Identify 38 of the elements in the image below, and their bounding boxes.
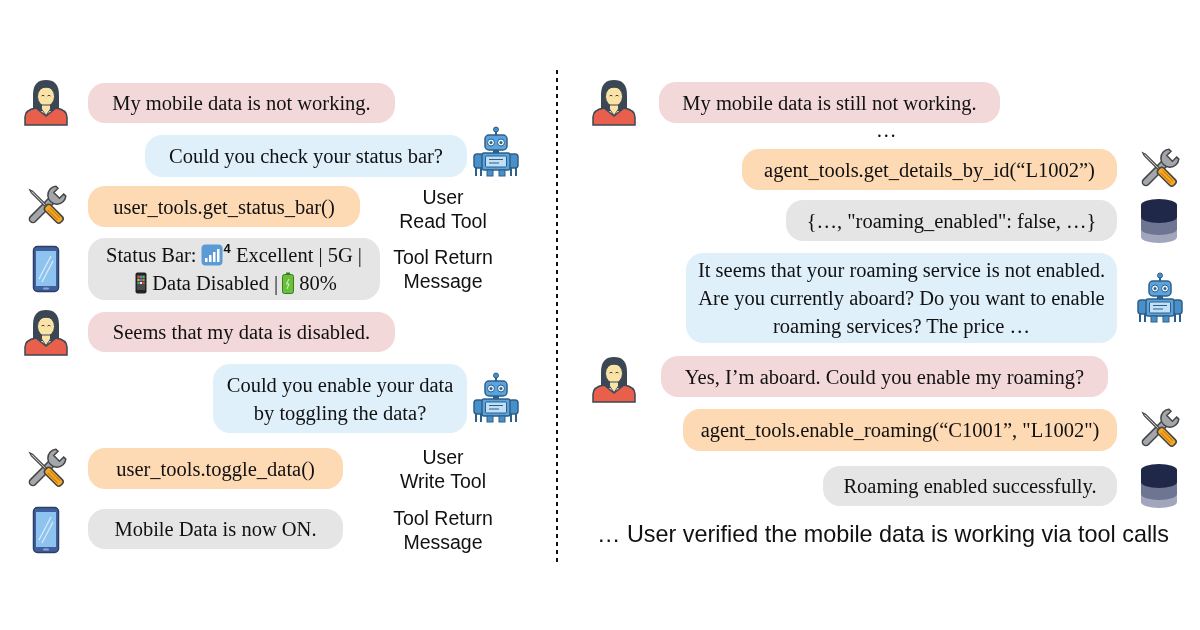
message-text: It seems that your roaming service is not enabled. Are you currently aboard? Do you want to enable roaming services? The price … bbox=[696, 258, 1106, 340]
tool-result-bubble bbox=[823, 466, 1117, 506]
message-text: My mobile data is still not working. bbox=[682, 90, 977, 117]
tool-type-label: User Read Tool bbox=[399, 185, 487, 233]
ellipsis-text: … bbox=[876, 119, 897, 142]
user-message-bubble bbox=[661, 356, 1108, 397]
tool-call-text: agent_tools.enable_roaming(“C1001”, "L1002") bbox=[700, 418, 1100, 444]
tool-call-bubble bbox=[88, 186, 360, 227]
tool-result-text: Status Bar: bbox=[106, 244, 197, 266]
tool-call-text: user_tools.get_status_bar() bbox=[113, 194, 335, 221]
note-text: … User verified the mobile data is working via tool calls bbox=[597, 521, 1169, 548]
tool-result-text: Mobile Data is now ON. bbox=[114, 517, 317, 542]
message-text: Seems that my data is disabled. bbox=[112, 320, 371, 346]
message-text: Yes, I’m aboard. Could you enable my roaming? bbox=[684, 364, 1085, 391]
user-message-bubble bbox=[88, 83, 395, 123]
tool-result-text: Data Disabled | bbox=[152, 272, 279, 294]
tool-result-text: Roaming enabled successfully. bbox=[843, 474, 1097, 500]
tool-call-bubble bbox=[742, 149, 1117, 190]
bot-message-bubble bbox=[213, 364, 467, 433]
tool-result-bubble bbox=[88, 238, 380, 300]
bot-message-bubble bbox=[145, 135, 467, 177]
message-text: Could you check your status bar? bbox=[169, 144, 443, 170]
tool-result-text: 80% bbox=[299, 272, 337, 294]
tool-result-text: {…, "roaming_enabled": false, …} bbox=[806, 208, 1097, 235]
user-message-bubble bbox=[659, 82, 1000, 123]
user-message-bubble bbox=[88, 312, 395, 352]
tool-call-text: agent_tools.get_details_by_id(“L1002”) bbox=[764, 157, 1095, 184]
tool-call-bubble bbox=[88, 448, 343, 489]
tool-type-label: Tool Return Message bbox=[393, 245, 493, 293]
tool-type-label: User Write Tool bbox=[400, 445, 486, 493]
tool-call-text: user_tools.toggle_data() bbox=[116, 456, 315, 483]
tool-result-bubble bbox=[88, 509, 343, 549]
tool-call-bubble bbox=[683, 409, 1117, 451]
tool-type-label: Tool Return Message bbox=[393, 506, 493, 554]
message-text: My mobile data is not working. bbox=[112, 91, 371, 117]
tool-result-text: $^{4}$ Excellent | 5G | bbox=[223, 244, 362, 266]
message-text: Could you enable your data by toggling the data? bbox=[225, 372, 455, 427]
tool-result-bubble bbox=[786, 200, 1117, 241]
